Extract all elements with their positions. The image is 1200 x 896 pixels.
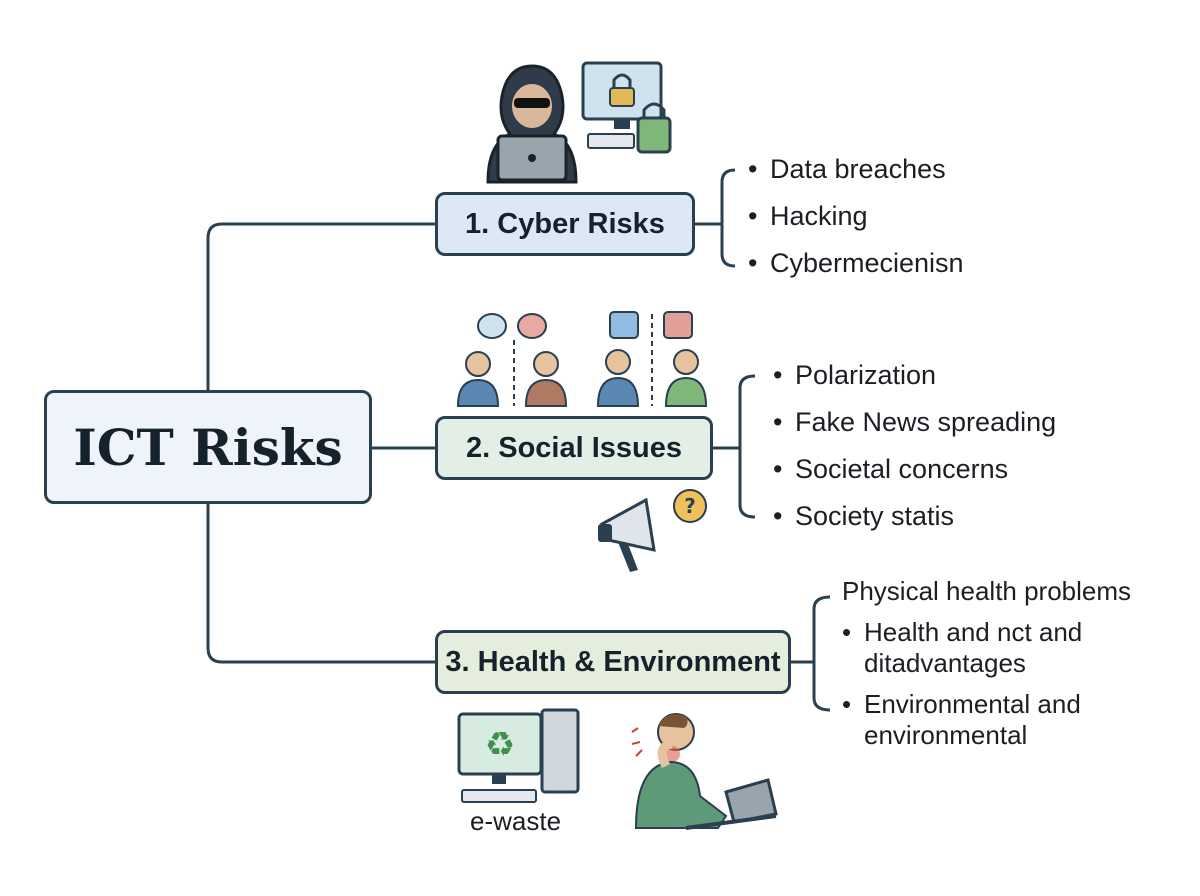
branch-health-environment: 3. Health & Environment [435, 630, 791, 694]
branch-label: 2. Social Issues [465, 431, 682, 464]
list-item: Health and nct and ditadvantages [842, 617, 1124, 679]
root-node: ICT Risks [44, 390, 372, 504]
recycle-computer-icon: ♻ [457, 708, 580, 803]
list-item: Society statis [773, 493, 1056, 540]
root-label: ICT Risks [73, 417, 343, 477]
branch-label: 1. Cyber Risks [465, 207, 665, 240]
cyber-risks-list: Data breaches Hacking Cybermecienisn [748, 146, 964, 287]
svg-text:?: ? [684, 494, 696, 518]
hacker-icon [486, 64, 578, 184]
branch-label: 3. Health & Environment [445, 645, 781, 678]
megaphone-icon [598, 497, 656, 572]
people-chat-icon [456, 313, 568, 407]
social-issues-list: Polarization Fake News spreading Societa… [773, 352, 1056, 540]
locked-computer-icon [581, 61, 672, 154]
list-item: Hacking [748, 193, 964, 240]
list-item: Societal concerns [773, 446, 1056, 493]
list-item: Cybermecienisn [748, 240, 964, 287]
list-item: Fake News spreading [773, 399, 1056, 446]
svg-text:♻: ♻ [485, 725, 515, 765]
list-item: Environmental and environmental [842, 689, 1124, 751]
list-item: Data breaches [748, 146, 964, 193]
health-environment-list: Physical health problems Health and nct … [842, 576, 1131, 761]
list-item: Polarization [773, 352, 1056, 399]
neck-pain-person-icon [631, 713, 778, 830]
branch-cyber-risks: 1. Cyber Risks [435, 192, 695, 256]
list-heading: Physical health problems [842, 576, 1132, 606]
divided-opinions-icon [596, 311, 708, 407]
ewaste-caption: e-waste [470, 806, 562, 836]
branch-social-issues: 2. Social Issues [435, 416, 713, 480]
question-bubble-icon: ? [673, 489, 707, 523]
